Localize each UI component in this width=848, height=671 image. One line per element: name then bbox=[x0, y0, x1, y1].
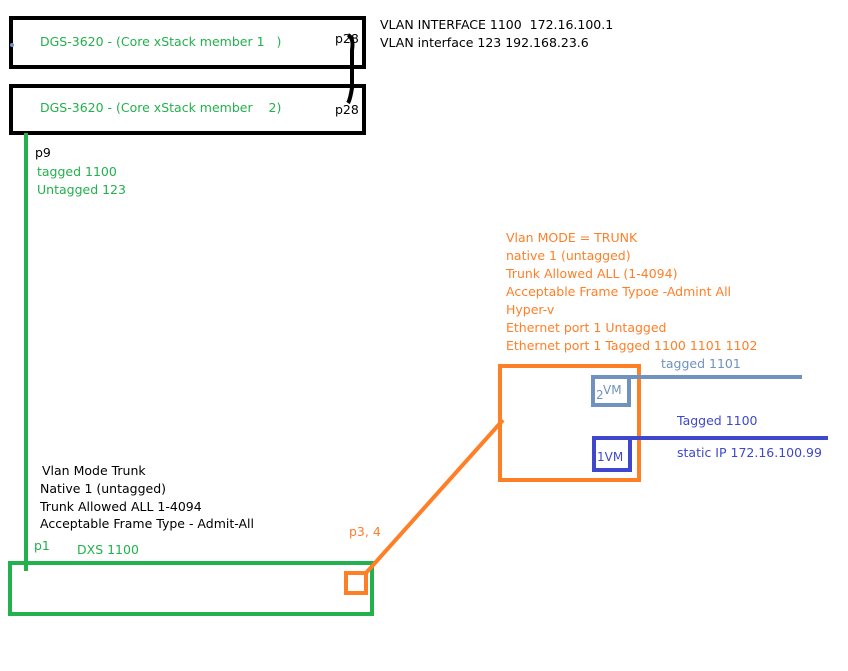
switch1-label: DGS-3620 - (Core xStack member 1 ) bbox=[40, 34, 282, 49]
vm2-tag-label: tagged 1101 bbox=[661, 356, 741, 371]
switch2-port-label: p28 bbox=[335, 102, 359, 117]
dxs-config-line-3: Trunk Allowed ALL 1-4094 bbox=[40, 499, 202, 514]
hyperv-config-line-4: Acceptable Frame Typoe -Admint All bbox=[506, 284, 732, 299]
vm1-ip-label: static IP 172.16.100.99 bbox=[677, 445, 822, 460]
vlan-interface-line-1: VLAN INTERFACE 1100 172.16.100.1 bbox=[380, 17, 614, 32]
switch1-port-label: p28 bbox=[335, 31, 359, 46]
switch2-label: DGS-3620 - (Core xStack member 2) bbox=[40, 100, 282, 115]
hyperv-config-line-7: Ethernet port 1 Tagged 1100 1101 1102 bbox=[506, 338, 758, 353]
dxs-box bbox=[8, 561, 374, 616]
dxs-port-p1-label: p1 bbox=[34, 538, 50, 553]
vm1-box bbox=[592, 436, 632, 472]
hyperv-link-line bbox=[364, 418, 505, 575]
vm1-label: 1VM bbox=[597, 450, 624, 464]
vm2-number: 2 bbox=[596, 388, 604, 402]
uplink-tagged-label: tagged 1100 bbox=[37, 164, 117, 179]
vm2-label: VM bbox=[603, 383, 622, 397]
stack-cable bbox=[346, 33, 355, 105]
hyperv-config-line-2: native 1 (untagged) bbox=[506, 248, 631, 263]
switch1-port-dot bbox=[10, 43, 14, 47]
vm1-tag-label: Tagged 1100 bbox=[677, 413, 758, 428]
hyperv-config-line-6: Ethernet port 1 Untagged bbox=[506, 320, 667, 335]
vm2-box bbox=[591, 375, 631, 407]
vlan-interface-line-2: VLAN interface 123 192.168.23.6 bbox=[380, 35, 589, 50]
dxs-label: DXS 1100 bbox=[77, 542, 139, 557]
hyperv-config-line-5: Hyper-v bbox=[506, 302, 555, 317]
hyperv-config-line-3: Trunk Allowed ALL (1-4094) bbox=[506, 266, 678, 281]
uplink-untagged-label: Untagged 123 bbox=[37, 182, 126, 197]
switch2-box bbox=[9, 84, 366, 135]
dxs-config-line-1: Vlan Mode Trunk bbox=[42, 463, 146, 478]
dxs-config-line-4: Acceptable Frame Type - Admit-All bbox=[40, 516, 254, 531]
dxs-port-p3-4-label: p3, 4 bbox=[349, 524, 381, 539]
hyperv-host-box bbox=[498, 364, 641, 482]
switch1-box bbox=[9, 16, 366, 69]
dxs-config-line-2: Native 1 (untagged) bbox=[40, 481, 167, 496]
dxs-port-p3-4 bbox=[344, 571, 368, 595]
switch2-port-p9: p9 bbox=[35, 145, 51, 160]
hyperv-config-line-1: Vlan MODE = TRUNK bbox=[506, 230, 638, 245]
